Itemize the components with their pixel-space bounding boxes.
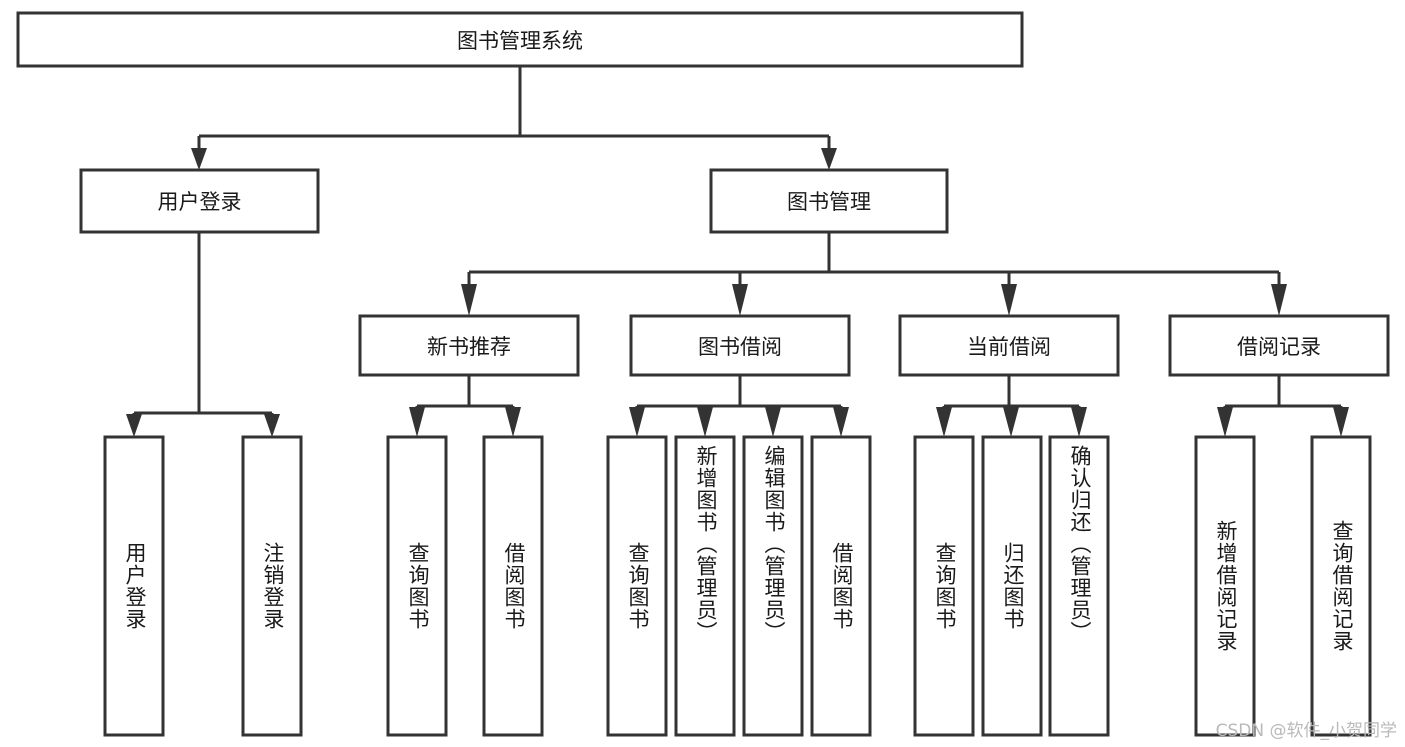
- connector-layer: [126, 66, 1349, 437]
- leaf-box-query-book-3[interactable]: [913, 435, 975, 737]
- arrow-to-leaf-user-login: [126, 414, 142, 437]
- arrow-to-leaf-query-book-2: [629, 407, 645, 437]
- arrow-to-leaf-borrow-book-1: [505, 407, 521, 437]
- leaf-box-confirm-return[interactable]: [1048, 435, 1110, 737]
- arrow-to-leaf-borrow-book-2: [833, 407, 849, 437]
- arrow-to-book-borrow: [732, 284, 748, 316]
- arrow-to-leaf-add-book: [697, 407, 713, 437]
- arrow-to-current-borrow: [1001, 284, 1017, 316]
- arrow-to-book-manage: [821, 148, 837, 170]
- leaf-box-user-logout[interactable]: [241, 435, 303, 737]
- arrow-to-new-book-rec: [461, 284, 477, 316]
- node-box-book-borrow[interactable]: [629, 314, 851, 377]
- arrow-to-borrow-record: [1271, 284, 1287, 316]
- leaf-box-borrow-book-2[interactable]: [810, 435, 872, 737]
- arrow-to-leaf-query-book-3: [936, 407, 952, 437]
- leaf-box-add-record[interactable]: [1194, 435, 1256, 737]
- arrow-to-leaf-add-record: [1217, 407, 1233, 437]
- arrow-to-leaf-edit-book: [765, 407, 781, 437]
- arrow-to-leaf-return-book: [1003, 407, 1019, 437]
- node-box-user-login[interactable]: [79, 168, 320, 234]
- leaf-box-query-record[interactable]: [1310, 435, 1372, 737]
- arrow-to-leaf-query-book-1: [409, 407, 425, 437]
- leaf-box-return-book[interactable]: [981, 435, 1043, 737]
- arrow-to-user-login: [191, 148, 207, 170]
- leaf-box-borrow-book-1[interactable]: [482, 435, 544, 737]
- leaf-box-query-book-2[interactable]: [606, 435, 668, 737]
- node-box-borrow-record[interactable]: [1168, 314, 1390, 377]
- leaf-box-add-book[interactable]: [674, 435, 736, 737]
- leaf-box-query-book-1[interactable]: [386, 435, 448, 737]
- box-layer: [16, 11, 1390, 737]
- node-box-root[interactable]: [16, 11, 1024, 68]
- leaf-box-edit-book[interactable]: [742, 435, 804, 737]
- node-box-current-borrow[interactable]: [898, 314, 1120, 377]
- node-box-new-book-rec[interactable]: [358, 314, 580, 377]
- node-box-book-manage[interactable]: [709, 168, 949, 234]
- leaf-box-user-login[interactable]: [103, 435, 165, 737]
- arrow-to-leaf-query-record: [1333, 407, 1349, 437]
- arrow-to-leaf-user-logout: [264, 414, 280, 437]
- arrow-to-leaf-confirm-return: [1071, 407, 1087, 437]
